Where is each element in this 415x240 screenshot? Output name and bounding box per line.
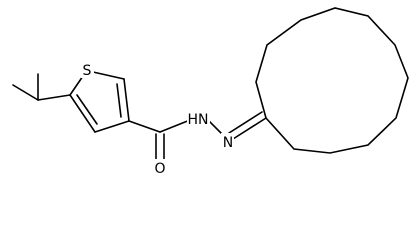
bond-ring-c2-c3 bbox=[123, 78, 130, 122]
molecule-canvas: S O HN N bbox=[12, 7, 409, 177]
bond-ring-c4-c5 bbox=[69, 94, 96, 133]
bond-carbonyl-nh bbox=[159, 119, 191, 133]
bond-methyl-left bbox=[12, 84, 39, 101]
imine-nitrogen-label-bg bbox=[221, 133, 234, 150]
bond-ring-c5-s bbox=[69, 75, 84, 96]
bond-ring-s-c2 bbox=[92, 71, 125, 80]
cyclododecane-ring bbox=[255, 7, 409, 154]
sulfur-atom-label: S bbox=[83, 63, 92, 79]
bond-ring-carbonyl bbox=[128, 120, 161, 133]
imine-nitrogen-atom-label: N bbox=[223, 135, 233, 151]
structure-drawing: S O HN N bbox=[12, 7, 409, 177]
amide-nitrogen-label-bg bbox=[187, 110, 210, 127]
sulfur-label-bg bbox=[81, 61, 94, 78]
bond-isopropyl-ring bbox=[37, 94, 71, 101]
bond-ring-c2-c3-double bbox=[116, 83, 122, 118]
bond-ring-c4-c5-double bbox=[76, 94, 98, 125]
oxygen-atom-label: O bbox=[154, 161, 165, 177]
amide-nitrogen-atom-label: HN bbox=[188, 112, 209, 128]
bond-ring-c3-c4 bbox=[94, 120, 130, 133]
bond-n-c-imine-double bbox=[228, 111, 263, 134]
oxygen-label-bg bbox=[153, 159, 167, 176]
bond-n-c-imine bbox=[232, 117, 267, 140]
